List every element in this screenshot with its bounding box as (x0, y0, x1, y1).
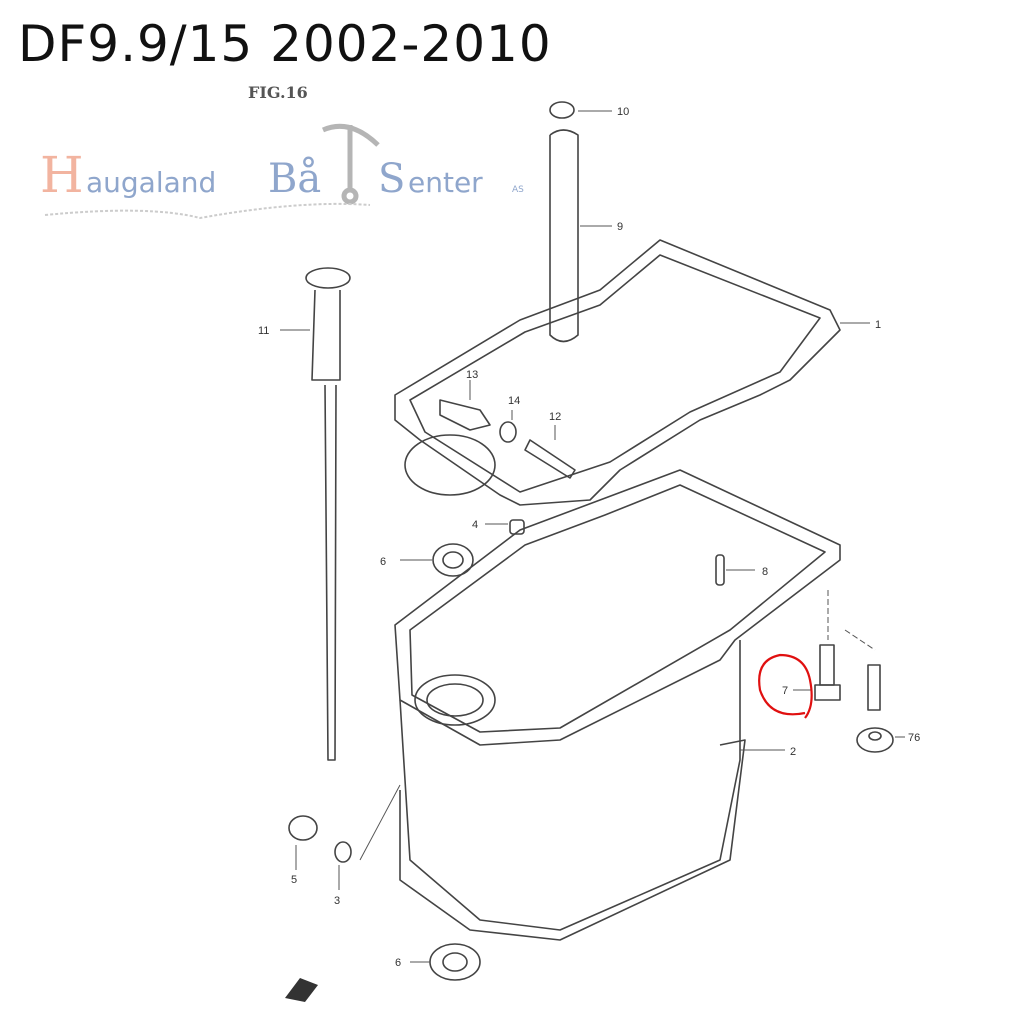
part-2-oil-pan[interactable]: 2 (394, 469, 841, 941)
part-76-nut[interactable]: 76 (856, 727, 920, 753)
svg-text:1: 1 (875, 319, 881, 331)
part-6-oil-seal[interactable]: 6 (380, 543, 474, 577)
figure-label: FIG.16 (248, 83, 308, 102)
part-12-fitting[interactable]: 12 (524, 411, 576, 479)
svg-text:14: 14 (508, 395, 520, 407)
svg-text:10: 10 (617, 106, 629, 118)
part-5-drain-plug[interactable]: 5 (288, 815, 318, 886)
svg-text:6: 6 (395, 957, 401, 969)
svg-text:4: 4 (472, 519, 478, 531)
part-1-gasket[interactable]: 1 (394, 239, 881, 506)
part-7-bolt[interactable]: 7 (782, 590, 841, 701)
svg-text:Bå: Bå (268, 156, 321, 202)
part-10-nut[interactable]: 10 (549, 101, 629, 119)
svg-text:13: 13 (466, 369, 478, 381)
dealer-logo: H augaland Bå S enter AS (40, 123, 524, 220)
svg-text:7: 7 (782, 685, 788, 697)
part-13[interactable]: 13 (439, 369, 491, 431)
front-arrow-icon (285, 978, 318, 1002)
svg-text:8: 8 (762, 566, 768, 578)
svg-text:5: 5 (291, 874, 297, 886)
part-4-plug[interactable]: 4 (472, 519, 525, 535)
svg-text:S: S (378, 156, 405, 202)
svg-text:11: 11 (258, 325, 269, 337)
part-14-washer[interactable]: 14 (499, 395, 520, 443)
svg-text:2: 2 (790, 746, 796, 758)
page-title: DF9.9/15 2002-2010 (18, 15, 552, 73)
svg-text:76: 76 (908, 732, 920, 744)
part-3-gasket[interactable]: 3 (334, 784, 401, 907)
red-circle-annotation (758, 653, 813, 719)
svg-text:H: H (40, 146, 84, 204)
svg-text:3: 3 (334, 895, 340, 907)
part-9-pipe[interactable]: 9 (549, 129, 623, 343)
svg-text:AS: AS (512, 185, 524, 195)
svg-text:6: 6 (380, 556, 386, 568)
svg-text:enter: enter (408, 166, 483, 199)
part-6-lower-oil-seal[interactable]: 6 (395, 943, 481, 981)
anchor-icon (321, 123, 380, 205)
svg-text:12: 12 (549, 411, 561, 423)
part-8-pin[interactable]: 8 (715, 554, 768, 586)
svg-text:augaland: augaland (86, 166, 216, 199)
part-11-dipstick[interactable]: 11 (258, 267, 351, 761)
svg-text:9: 9 (617, 221, 623, 233)
stud-bolt[interactable] (844, 629, 881, 711)
